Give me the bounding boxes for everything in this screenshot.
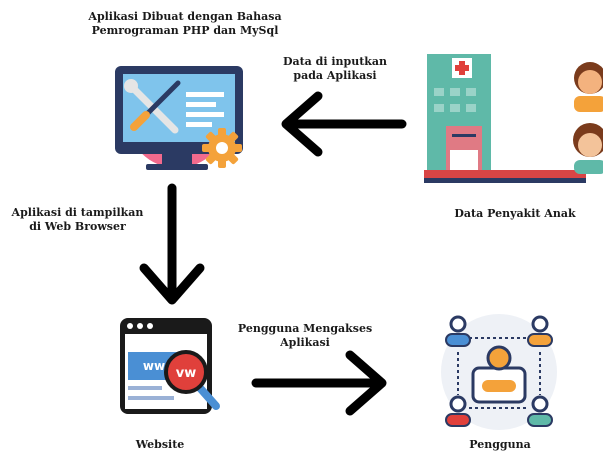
input-edge-label: Data di inputkan pada Aplikasi: [265, 55, 405, 83]
input-edge-label-line2: pada Aplikasi: [293, 69, 377, 82]
users-caption: Pengguna: [469, 438, 531, 451]
display-edge-label: Aplikasi di tampilkan di Web Browser: [5, 206, 150, 234]
app-caption: Aplikasi Dibuat dengan Bahasa Pemrograma…: [60, 10, 310, 38]
access-arrow: [251, 350, 387, 416]
display-edge-label-line1: Aplikasi di tampilkan: [11, 206, 144, 219]
access-edge-label: Pengguna Mengakses Aplikasi: [235, 322, 375, 350]
input-arrow: [281, 91, 407, 157]
browser-www-magnifier-icon: ww vw: [120, 318, 220, 414]
input-edge-label-line1: Data di inputkan: [282, 55, 388, 68]
hospital-children-icon: [424, 54, 603, 183]
svg-text:ww: ww: [143, 359, 165, 373]
user-network-icon: [441, 314, 557, 430]
hospital-caption: Data Penyakit Anak: [454, 207, 576, 220]
monitor-tools-gear-icon: [115, 66, 243, 170]
app-caption-line1: Aplikasi Dibuat dengan Bahasa: [88, 10, 282, 23]
svg-text:vw: vw: [176, 366, 196, 381]
display-edge-label-line2: di Web Browser: [29, 220, 126, 233]
access-edge-label-line2: Aplikasi: [280, 336, 330, 349]
app-caption-line2: Pemrograman PHP dan MySql: [91, 24, 279, 37]
display-arrow: [139, 183, 205, 305]
website-caption: Website: [135, 438, 185, 451]
access-edge-label-line1: Pengguna Mengakses: [237, 322, 373, 335]
